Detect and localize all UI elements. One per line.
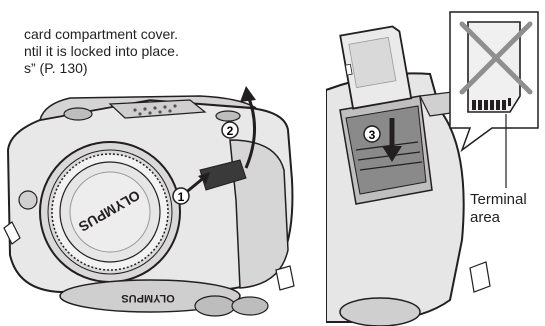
- terminal-label-line-2: area: [470, 209, 527, 227]
- bottom-brand: OLYMPUS: [121, 292, 174, 304]
- svg-text:1: 1: [178, 190, 185, 204]
- step-3-callout: 3: [364, 126, 380, 142]
- svg-text:3: 3: [369, 128, 376, 142]
- step-2-callout: 2: [222, 122, 238, 138]
- step-1-callout: 1: [173, 188, 189, 204]
- wrong-orientation-inset: [450, 12, 538, 188]
- svg-text:2: 2: [227, 124, 234, 138]
- terminal-area-label: Terminal area: [470, 191, 527, 227]
- terminal-label-line-1: Terminal: [470, 191, 527, 209]
- camera-illustration: [4, 86, 294, 316]
